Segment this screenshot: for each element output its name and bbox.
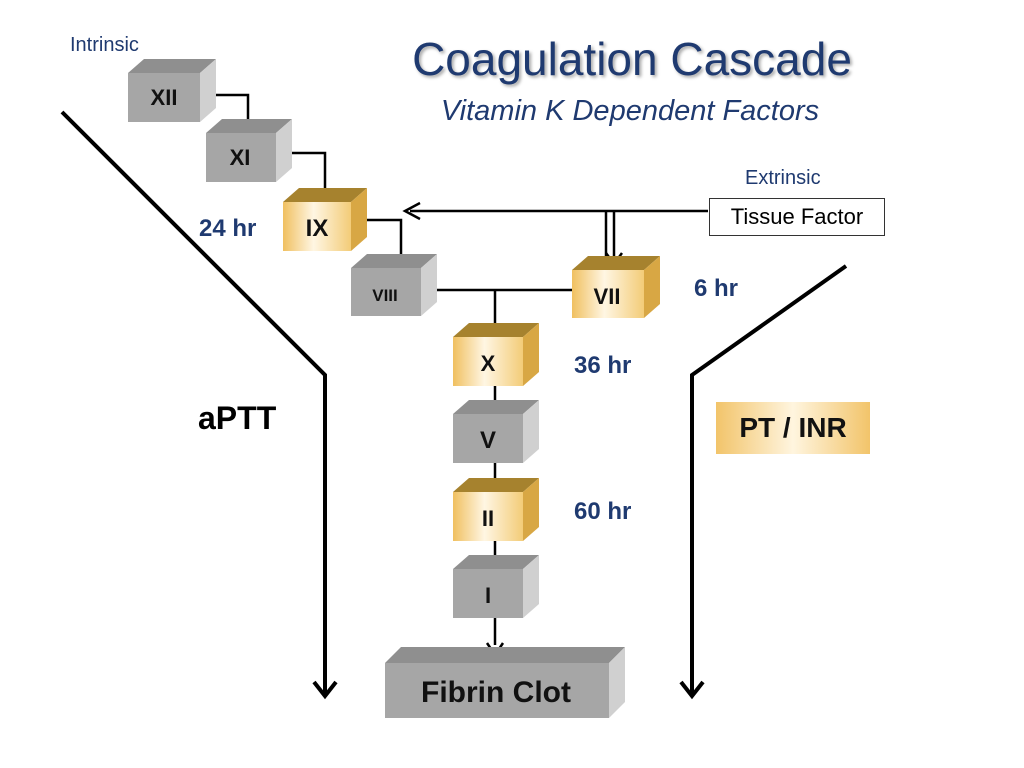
factor-ii-cube: II	[453, 478, 539, 541]
pt-inr-arrow	[679, 264, 848, 700]
factor-vii-label: VII	[594, 284, 621, 309]
pt-inr-label: PT / INR	[716, 402, 870, 454]
factor-viii-cube: VIII	[351, 254, 437, 316]
page-subtitle: Vitamin K Dependent Factors	[440, 95, 820, 127]
page-title: Coagulation Cascade	[412, 33, 852, 85]
factor-i-label: I	[485, 583, 491, 608]
factor-ix-cube: IX	[283, 188, 367, 251]
ix-half-life: 24 hr	[199, 215, 257, 242]
factor-i-cube: I	[453, 555, 539, 618]
factor-xii-label: XII	[151, 85, 178, 110]
fibrin-clot-block: Fibrin Clot	[385, 647, 625, 718]
factor-x-label: X	[481, 351, 496, 376]
aptt-label: aPTT	[198, 400, 277, 436]
vii-half-life: 6 hr	[694, 275, 739, 302]
factor-vii-cube: VII	[572, 256, 660, 318]
factor-xii-cube: XII	[128, 59, 216, 122]
factor-viii-label: VIII	[372, 286, 398, 305]
factor-v-label: V	[480, 427, 496, 454]
factor-xi-label: XI	[230, 145, 251, 170]
tissue-factor-box: Tissue Factor	[709, 198, 885, 236]
ii-half-life: 60 hr	[574, 498, 632, 525]
intrinsic-label: Intrinsic	[70, 34, 139, 56]
x-half-life: 36 hr	[574, 352, 632, 379]
factor-xi-cube: XI	[206, 119, 292, 182]
factor-v-cube: V	[453, 400, 539, 463]
factor-x-cube: X	[453, 323, 539, 386]
extrinsic-label: Extrinsic	[745, 167, 821, 189]
fibrin-clot-label: Fibrin Clot	[421, 676, 571, 709]
factor-ii-label: II	[482, 506, 494, 531]
aptt-arrow	[60, 110, 338, 700]
factor-ix-label: IX	[306, 215, 329, 242]
